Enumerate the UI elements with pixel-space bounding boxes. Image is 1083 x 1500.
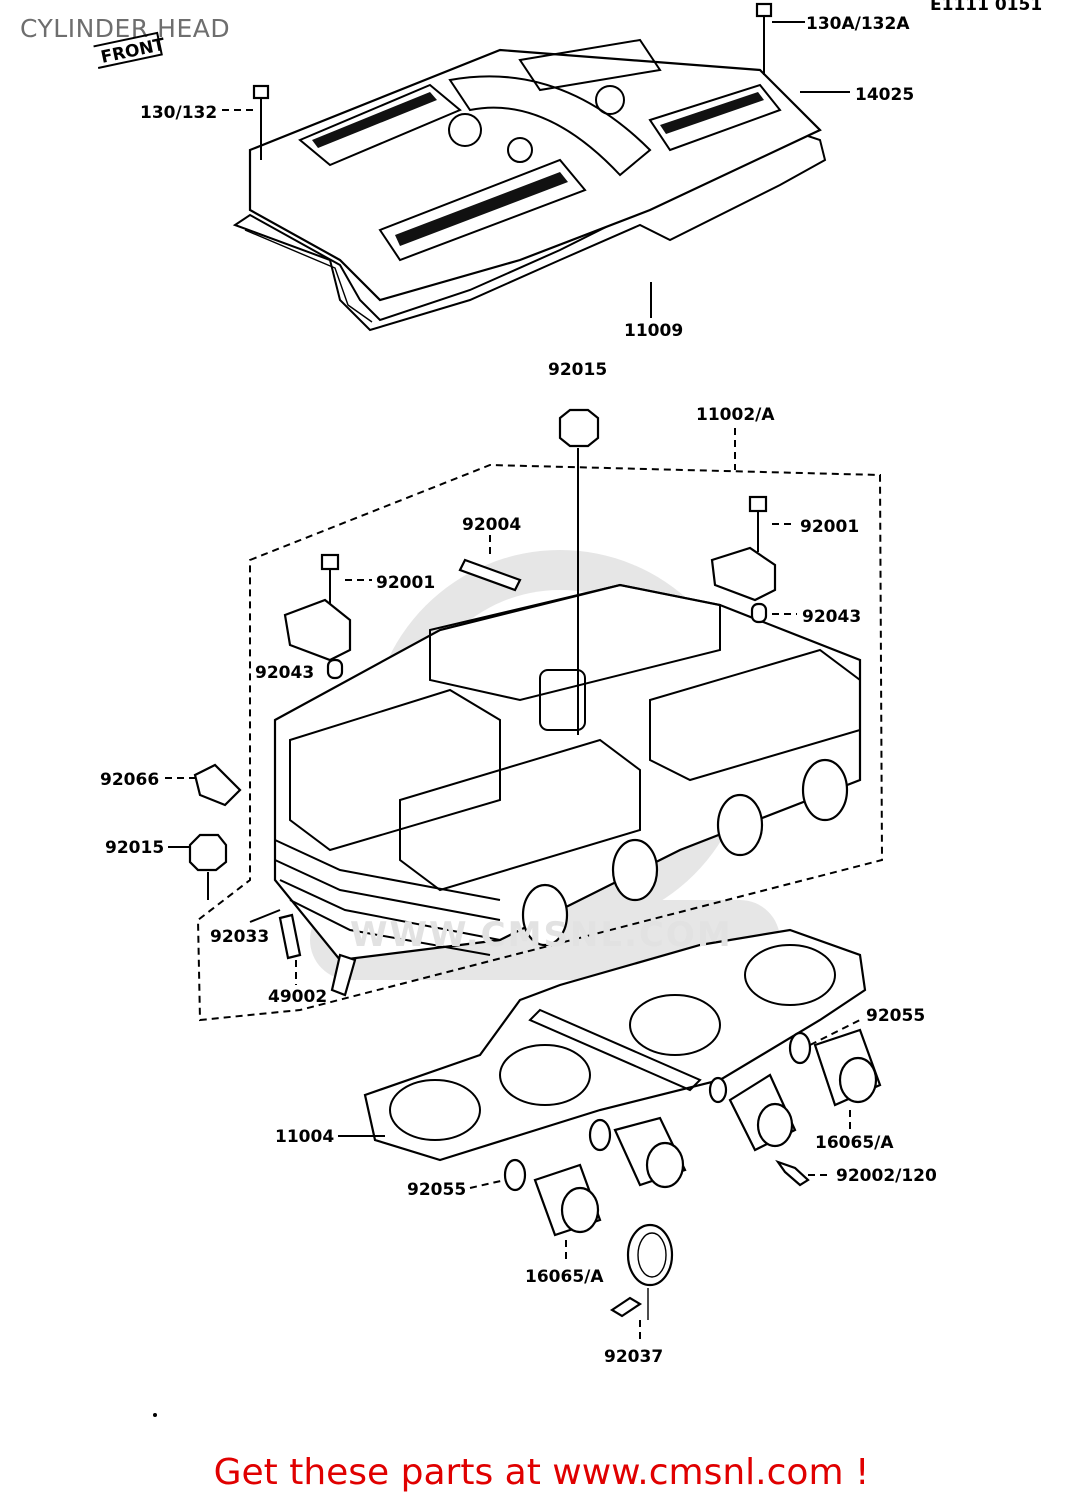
screw-92002-120 bbox=[775, 1159, 810, 1187]
cylinder-head bbox=[196, 463, 884, 1022]
head-gasket-11004 bbox=[363, 928, 867, 1162]
stud-49002 bbox=[330, 953, 357, 997]
cap-nut-92015-lower bbox=[188, 833, 228, 900]
cylinder-head-cover bbox=[232, 38, 827, 332]
callout-49002: 49002 bbox=[268, 987, 327, 1007]
dowel-92043-right bbox=[750, 602, 768, 624]
exploded-parts-diagram: E1111 0151 FRONT bbox=[93, 0, 1042, 1417]
pipe-92033 bbox=[278, 913, 302, 960]
oring-92055-left bbox=[503, 1158, 527, 1192]
callout-labels: 130A/132A 14025 130/132 11009 92015 1100… bbox=[100, 14, 937, 1367]
callout-11009: 11009 bbox=[624, 321, 683, 341]
oring-92055-b bbox=[708, 1076, 728, 1104]
stud-92004 bbox=[458, 558, 522, 592]
footer-link[interactable]: Get these parts at www.cmsnl.com ! bbox=[213, 1452, 870, 1493]
callout-92066: 92066 bbox=[100, 770, 159, 790]
intake-holder-16065a-left bbox=[533, 1116, 687, 1237]
callout-92055-left: 92055 bbox=[407, 1180, 466, 1200]
callout-92001-right: 92001 bbox=[800, 517, 859, 537]
watermark-text: WWW.CMSNL.COM bbox=[350, 915, 733, 955]
callout-92037: 92037 bbox=[604, 1347, 663, 1367]
page-title: CYLINDER HEAD bbox=[20, 14, 231, 43]
bolt-92001-right bbox=[748, 495, 768, 552]
corner-code: E1111 0151 bbox=[930, 0, 1042, 15]
callout-92015-lower: 92015 bbox=[105, 838, 164, 858]
bolt-130a-132a bbox=[755, 2, 773, 75]
plug-92066 bbox=[193, 763, 242, 807]
callout-92055-right: 92055 bbox=[866, 1006, 925, 1026]
callout-11002a: 11002/A bbox=[696, 405, 775, 425]
callout-14025: 14025 bbox=[855, 85, 914, 105]
callout-92004: 92004 bbox=[462, 515, 521, 535]
cap-nut-92015-top bbox=[558, 408, 600, 735]
stray-dot bbox=[153, 1413, 157, 1417]
callout-92001-left: 92001 bbox=[376, 573, 435, 593]
callout-92043-right: 92043 bbox=[802, 607, 861, 627]
bolt-130-132 bbox=[252, 84, 270, 160]
callout-16065a-left: 16065/A bbox=[525, 1267, 604, 1287]
callout-92015-top: 92015 bbox=[548, 360, 607, 380]
callout-130-132: 130/132 bbox=[140, 103, 217, 123]
dowel-92043-left bbox=[326, 658, 344, 680]
camshaft-cap-left bbox=[283, 598, 352, 662]
front-label: FRONT bbox=[99, 35, 167, 68]
camshaft-cap-right bbox=[710, 546, 777, 602]
callout-92043-left: 92043 bbox=[255, 663, 314, 683]
oring-92055-right bbox=[788, 1031, 812, 1065]
front-indicator: FRONT bbox=[93, 31, 167, 69]
callout-11004: 11004 bbox=[275, 1127, 334, 1147]
clamp-92037 bbox=[609, 1223, 674, 1320]
oring-92055-mid bbox=[588, 1118, 612, 1152]
callout-130a-132a: 130A/132A bbox=[806, 14, 910, 34]
leader-lines bbox=[165, 21, 861, 1340]
callout-16065a-right: 16065/A bbox=[815, 1133, 894, 1153]
callout-92002-120: 92002/120 bbox=[836, 1166, 937, 1186]
intake-holder-16065a-right bbox=[728, 1028, 882, 1152]
callout-92033: 92033 bbox=[210, 927, 269, 947]
